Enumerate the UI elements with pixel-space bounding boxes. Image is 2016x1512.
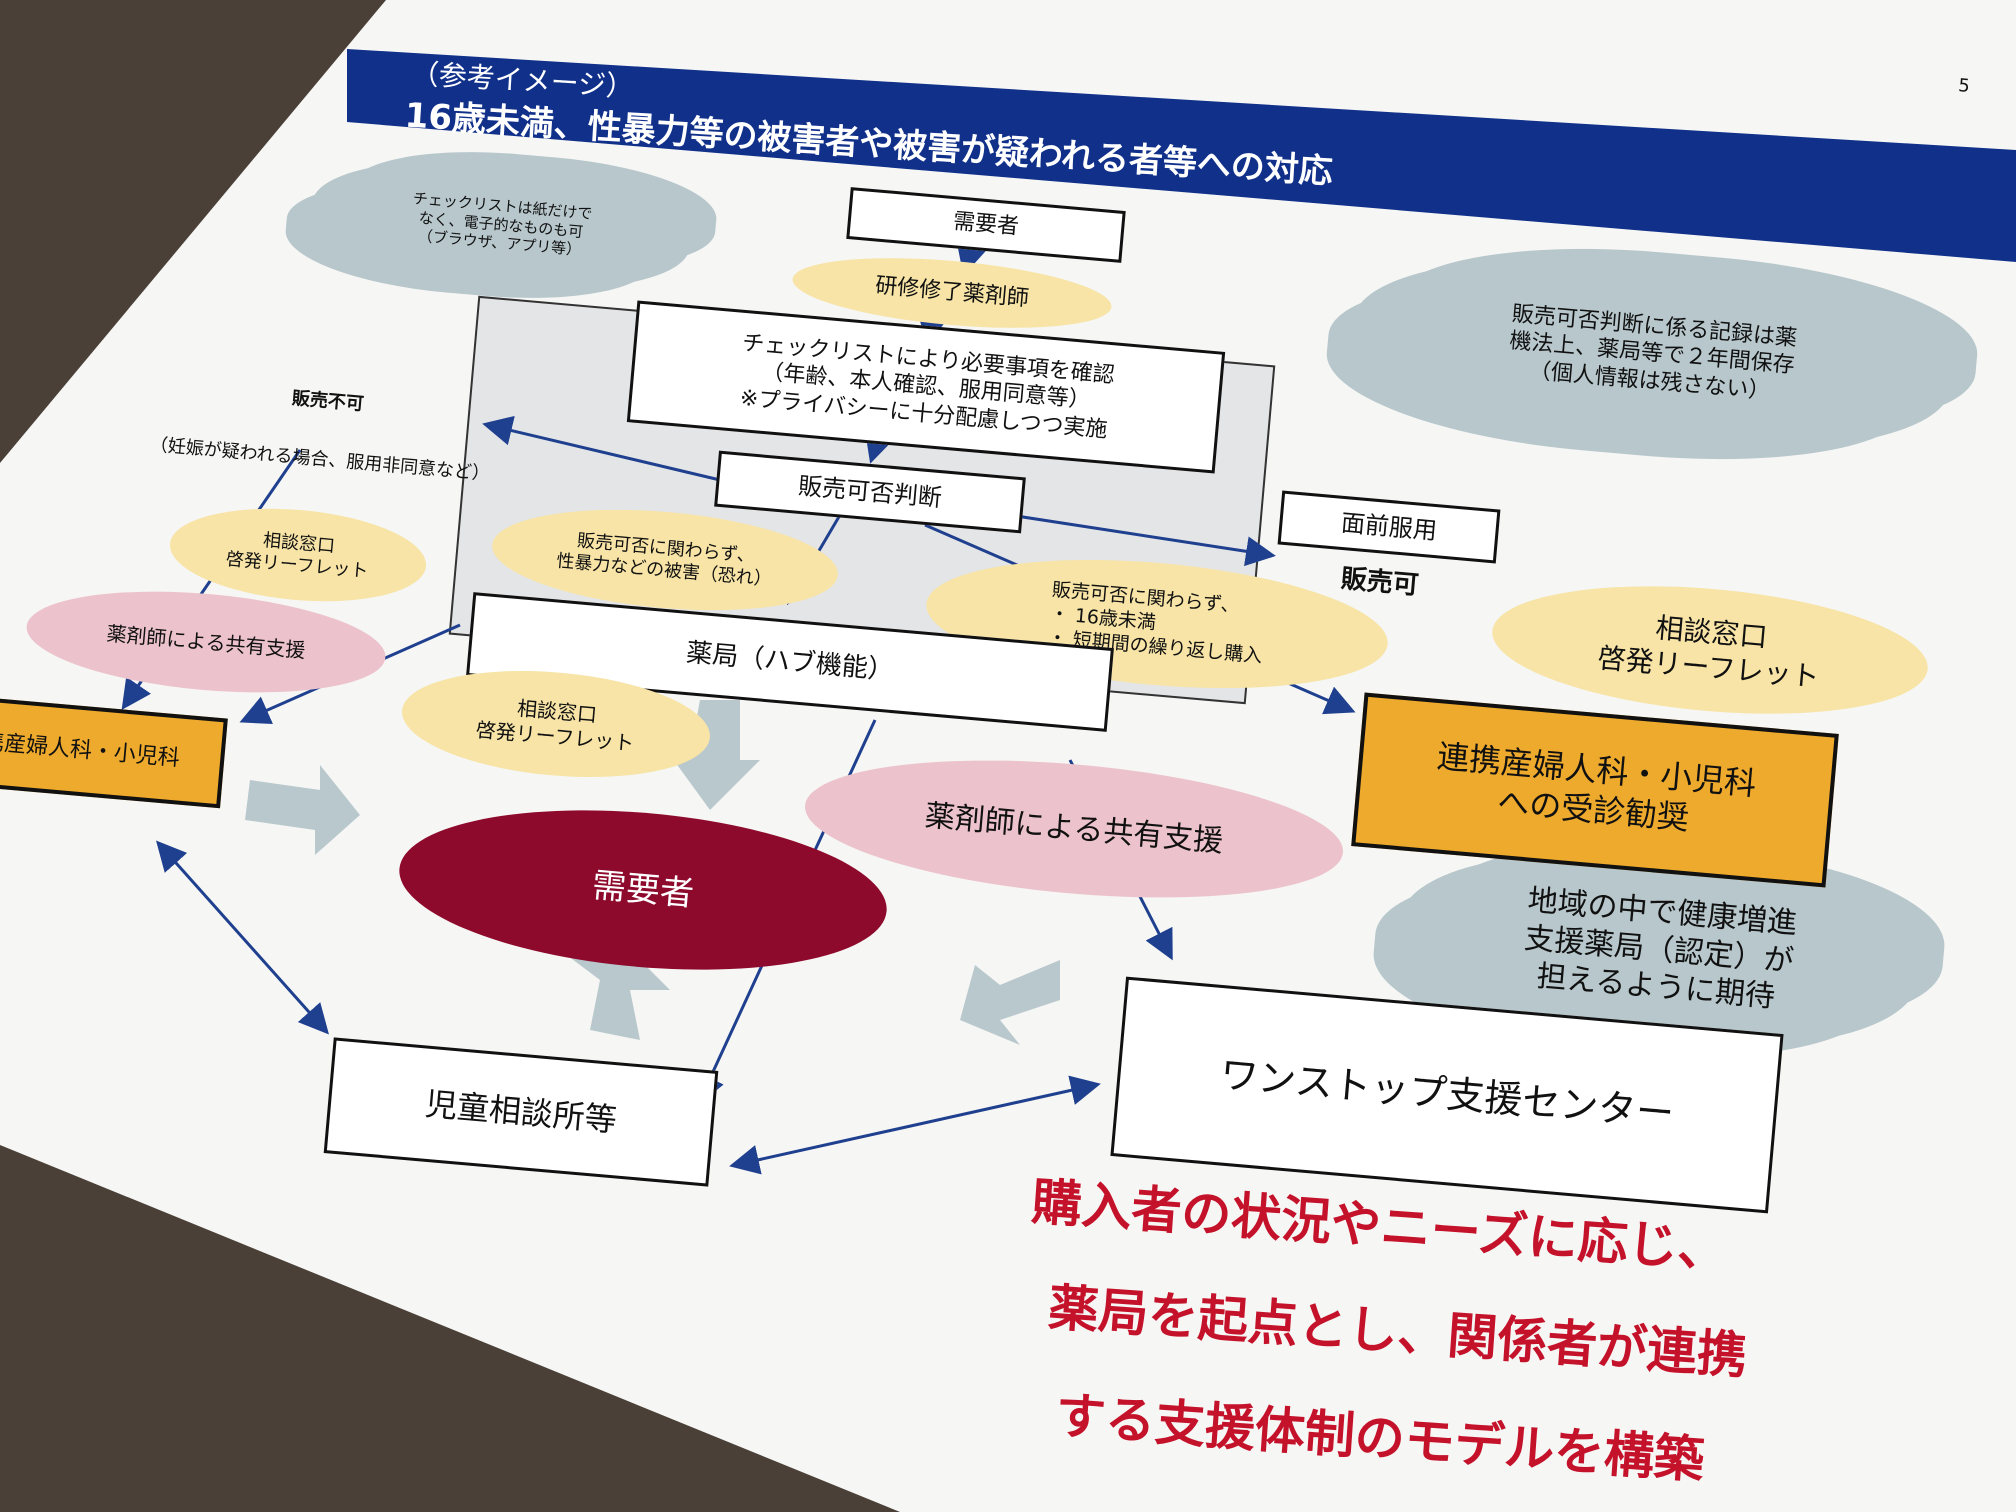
sale-ok-label: 販売可 (1339, 564, 1420, 601)
